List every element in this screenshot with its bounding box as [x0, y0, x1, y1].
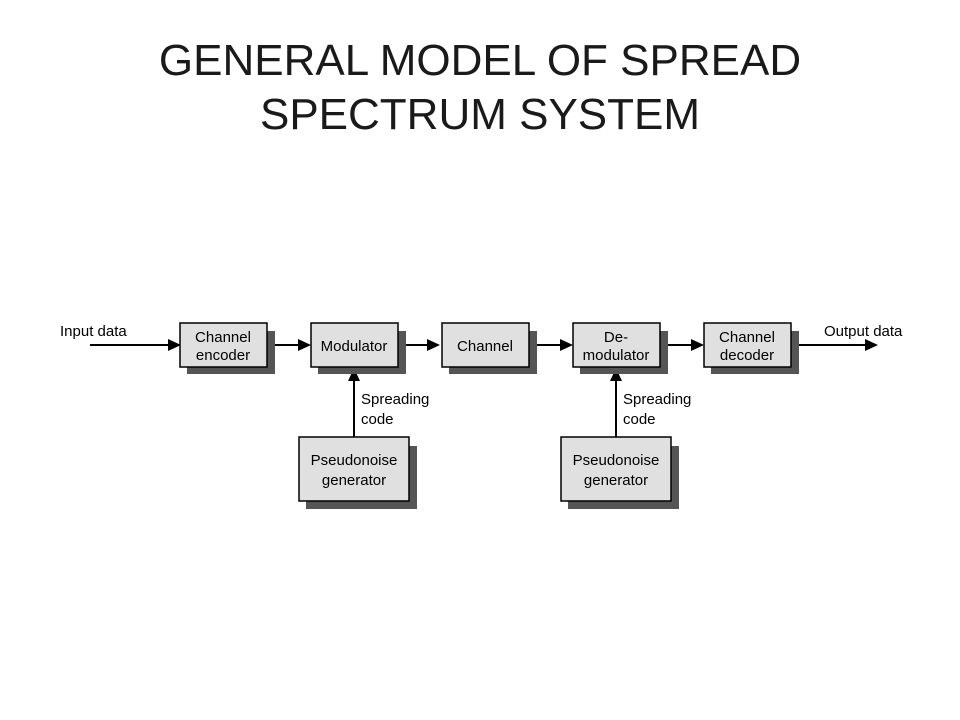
- channel-encoder-label-2: encoder: [196, 347, 250, 364]
- input-arrow-head: [168, 339, 181, 351]
- pn-generator-rx-block: Pseudonoise generator: [560, 436, 679, 509]
- tx-spreading-code-label-2: code: [361, 411, 394, 428]
- modulator-block: Modulator: [310, 322, 406, 374]
- encoder-to-modulator-head: [298, 339, 311, 351]
- pn-generator-rx-label-2: generator: [584, 472, 648, 489]
- tx-spreading-head: [348, 368, 360, 381]
- channel-to-demodulator-head: [560, 339, 573, 351]
- pn-generator-rx-label-1: Pseudonoise: [573, 452, 660, 469]
- pn-generator-rx-box: [560, 436, 672, 502]
- rx-spreading-head: [610, 368, 622, 381]
- output-arrow-head: [865, 339, 878, 351]
- channel-decoder-box: [703, 322, 792, 368]
- channel-encoder-block: Channel encoder: [179, 322, 275, 374]
- demodulator-box: [572, 322, 661, 368]
- pn-generator-tx-label-2: generator: [322, 472, 386, 489]
- channel-encoder-label-1: Channel: [195, 329, 251, 346]
- demodulator-to-decoder-head: [691, 339, 704, 351]
- demodulator-label-2: modulator: [583, 347, 650, 364]
- demodulator-label-1: De-: [604, 329, 628, 346]
- demodulator-block: De- modulator: [572, 322, 668, 374]
- channel-decoder-label-2: decoder: [720, 347, 774, 364]
- rx-spreading-code-label-1: Spreading: [623, 391, 691, 408]
- spreading-code-paths: [348, 368, 622, 437]
- rx-spreading-code-label-2: code: [623, 411, 656, 428]
- channel-box: [441, 322, 530, 368]
- modulator-to-channel-head: [427, 339, 440, 351]
- pn-generator-tx-block: Pseudonoise generator: [298, 436, 417, 509]
- pn-generator-tx-box: [298, 436, 410, 502]
- input-data-label: Input data: [60, 323, 127, 340]
- channel-decoder-block: Channel decoder: [703, 322, 799, 374]
- channel-encoder-box: [179, 322, 268, 368]
- channel-label: Channel: [457, 338, 513, 355]
- slide-title: GENERAL MODEL OF SPREAD SPECTRUM SYSTEM: [0, 34, 960, 142]
- channel-block: Channel: [441, 322, 537, 374]
- modulator-label: Modulator: [321, 338, 388, 355]
- pn-generator-tx-label-1: Pseudonoise: [311, 452, 398, 469]
- channel-decoder-label-1: Channel: [719, 329, 775, 346]
- modulator-box: [310, 322, 399, 368]
- slide-title-line-2: SPECTRUM SYSTEM: [259, 90, 701, 139]
- slide-title-line-1: GENERAL MODEL OF SPREAD: [158, 36, 802, 85]
- tx-spreading-code-label-1: Spreading: [361, 391, 429, 408]
- output-data-label: Output data: [824, 323, 903, 340]
